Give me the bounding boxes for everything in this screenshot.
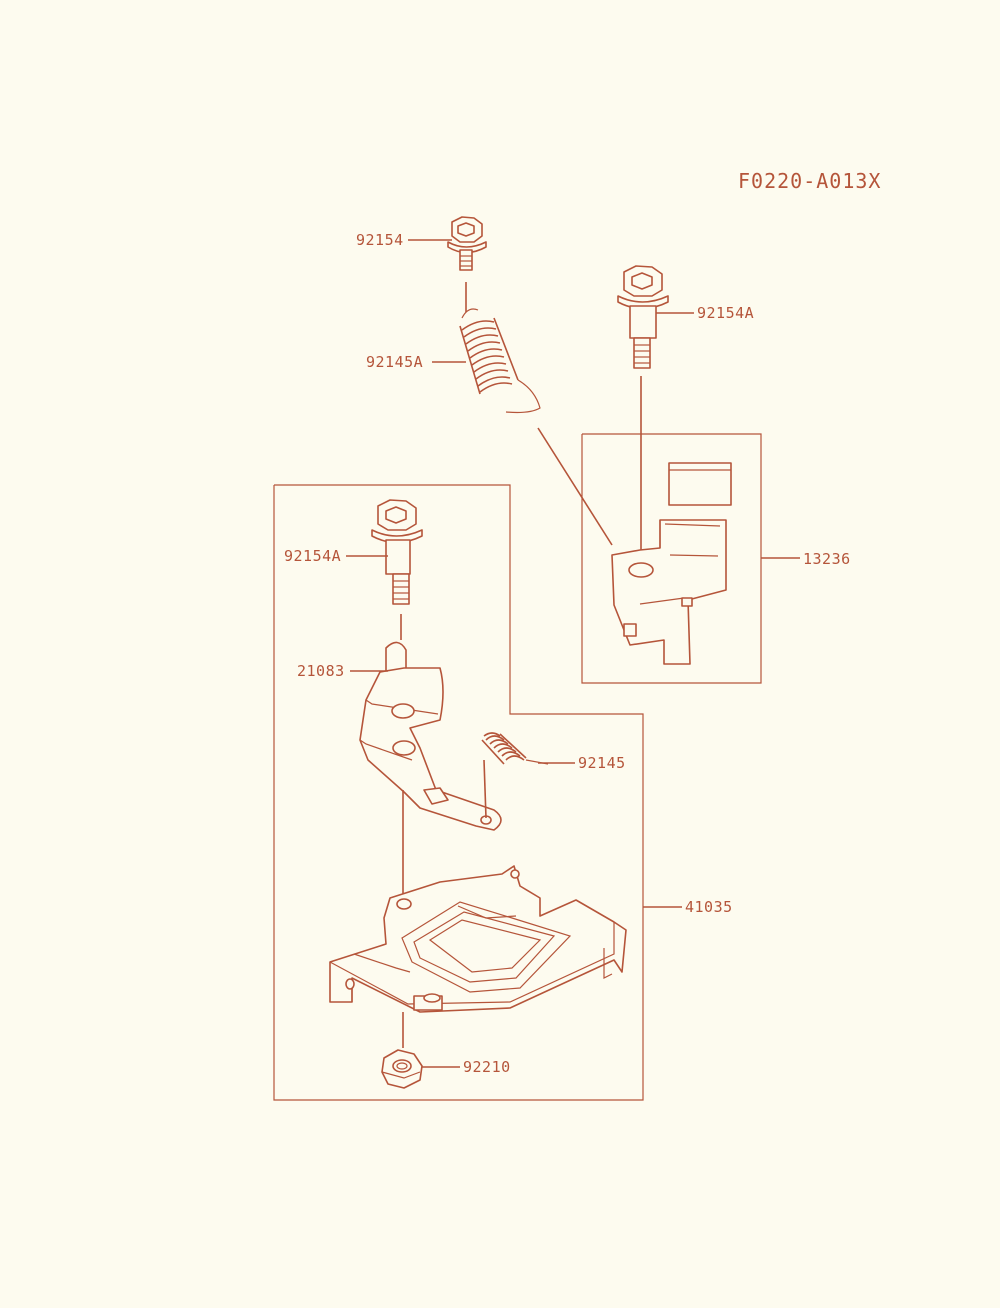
label-92154A-bottom[interactable]: 92154A — [284, 547, 341, 565]
bolt-92154[interactable] — [447, 216, 487, 271]
label-92154A-top[interactable]: 92154A — [697, 304, 754, 322]
label-92145[interactable]: 92145 — [578, 754, 626, 772]
label-21083[interactable]: 21083 — [297, 662, 345, 680]
label-92154[interactable]: 92154 — [356, 231, 404, 249]
bracket-13236[interactable] — [611, 462, 732, 665]
base-plate-41035[interactable] — [329, 865, 627, 1013]
bolt-92154A-top[interactable] — [617, 265, 669, 369]
label-41035[interactable]: 41035 — [685, 898, 733, 916]
lever-21083[interactable] — [359, 641, 502, 831]
diagram-code: F0220-A013X — [738, 169, 881, 193]
group-box-13236 — [581, 433, 762, 684]
nut-92210[interactable] — [381, 1049, 423, 1089]
bolt-92154A-bottom[interactable] — [371, 499, 423, 605]
label-92210[interactable]: 92210 — [463, 1058, 511, 1076]
spring-92145[interactable] — [481, 732, 549, 819]
spring-92145A[interactable] — [459, 308, 541, 414]
label-92145A[interactable]: 92145A — [366, 353, 423, 371]
label-13236[interactable]: 13236 — [803, 550, 851, 568]
group-box-41035 — [273, 484, 644, 1101]
axis-92145A — [537, 427, 613, 546]
